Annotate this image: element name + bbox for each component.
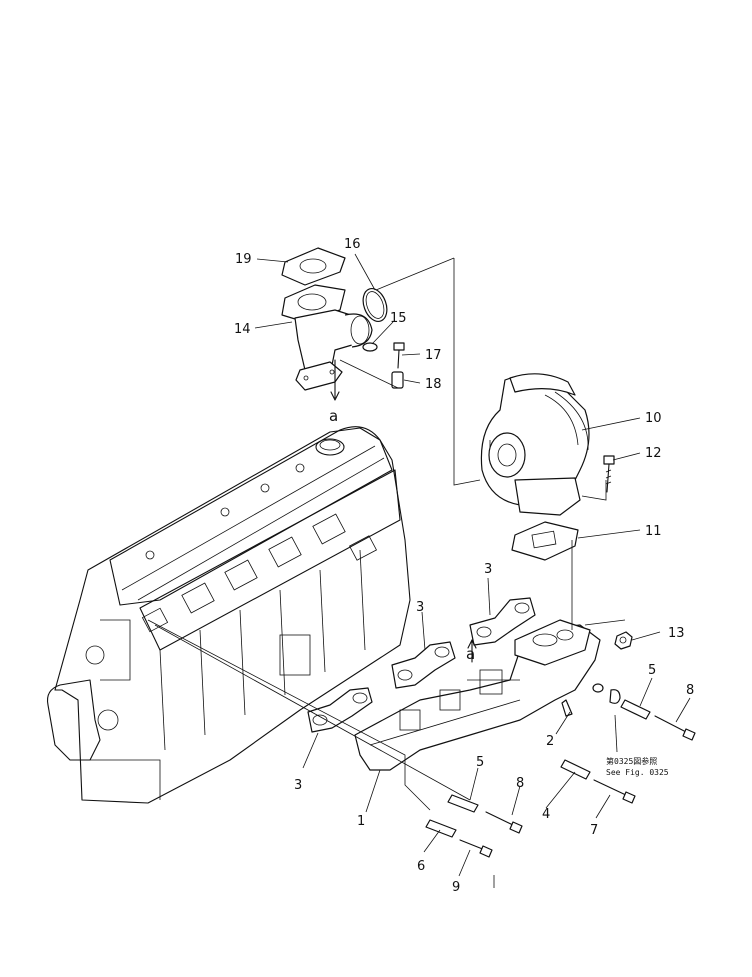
manifold-gasket-right — [469, 597, 536, 646]
callout-8-upper: 8 — [686, 683, 694, 698]
callout-10: 10 — [645, 411, 662, 426]
elbow-bolt — [393, 342, 405, 369]
small-washer — [362, 342, 378, 352]
callout-18: 18 — [425, 377, 442, 392]
o-ring-seal — [362, 287, 388, 323]
reference-note-jp: 第0325図参照 — [606, 756, 657, 766]
connection-mark-a-top: a — [329, 407, 338, 425]
callout-19: 19 — [235, 252, 252, 267]
callout-17: 17 — [425, 348, 442, 363]
callout-14: 14 — [234, 322, 251, 337]
callout-8-lower: 8 — [516, 776, 524, 791]
exhaust-manifold — [354, 619, 601, 771]
callout-3-left: 3 — [294, 778, 302, 793]
engine-block — [46, 426, 411, 804]
callout-2: 2 — [546, 734, 554, 749]
exhaust-elbow — [281, 284, 373, 391]
callout-7: 7 — [590, 823, 598, 838]
callout-5-upper: 5 — [648, 663, 656, 678]
callout-1: 1 — [357, 814, 365, 829]
elbow-gasket-top — [281, 247, 346, 286]
callout-3-middle: 3 — [416, 600, 424, 615]
callout-6: 6 — [417, 859, 425, 874]
callout-9: 9 — [452, 880, 460, 895]
manifold-gasket-left — [307, 687, 373, 733]
assembly-lines — [147, 257, 626, 888]
callout-4: 4 — [542, 807, 550, 822]
hex-nut — [614, 631, 633, 650]
callout-11: 11 — [645, 524, 662, 539]
callout-15: 15 — [390, 311, 407, 326]
callout-16: 16 — [344, 237, 361, 252]
turbocharger — [480, 373, 590, 516]
reference-note-en: See Fig. 0325 — [606, 768, 669, 777]
manifold-gasket-middle — [391, 641, 456, 689]
callout-labels: 19 16 14 15 17 18 10 12 11 13 3 3 3 5 8 … — [234, 237, 694, 895]
callout-3-right: 3 — [484, 562, 492, 577]
connection-mark-a-mid: a — [466, 645, 475, 663]
callout-5-lower: 5 — [476, 755, 484, 770]
callout-12: 12 — [645, 446, 662, 461]
callout-13: 13 — [668, 626, 685, 641]
turbo-gasket — [511, 521, 579, 561]
stud-group — [425, 683, 696, 858]
turbo-bolt — [603, 455, 615, 493]
callout-leaders — [254, 253, 691, 877]
